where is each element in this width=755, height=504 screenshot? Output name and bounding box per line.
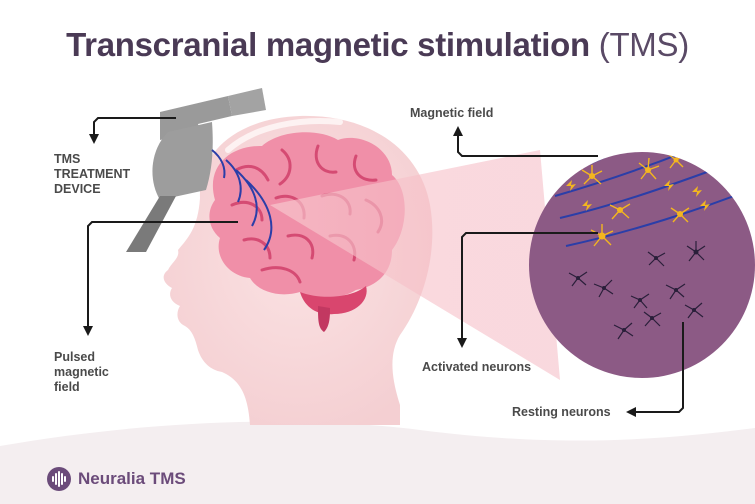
neuron-zoom-circle bbox=[529, 142, 755, 378]
label-device-line1: TMS bbox=[54, 152, 130, 167]
brand-logo: Neuralia TMS bbox=[46, 466, 186, 492]
label-pulsed-line1: Pulsed bbox=[54, 350, 109, 365]
brand-name: Neuralia TMS bbox=[78, 469, 186, 489]
label-activated-neurons: Activated neurons bbox=[422, 360, 531, 375]
brand-icon bbox=[46, 466, 72, 492]
label-pulsed-line2: magnetic bbox=[54, 365, 109, 380]
label-pulsed-line3: field bbox=[54, 380, 109, 395]
label-magnetic-field: Magnetic field bbox=[410, 106, 493, 121]
label-resting-neurons: Resting neurons bbox=[512, 405, 611, 420]
label-pulsed-field: Pulsed magnetic field bbox=[54, 350, 109, 395]
label-device-line2: TREATMENT bbox=[54, 167, 130, 182]
label-tms-device: TMS TREATMENT DEVICE bbox=[54, 152, 130, 197]
label-device-line3: DEVICE bbox=[54, 182, 130, 197]
